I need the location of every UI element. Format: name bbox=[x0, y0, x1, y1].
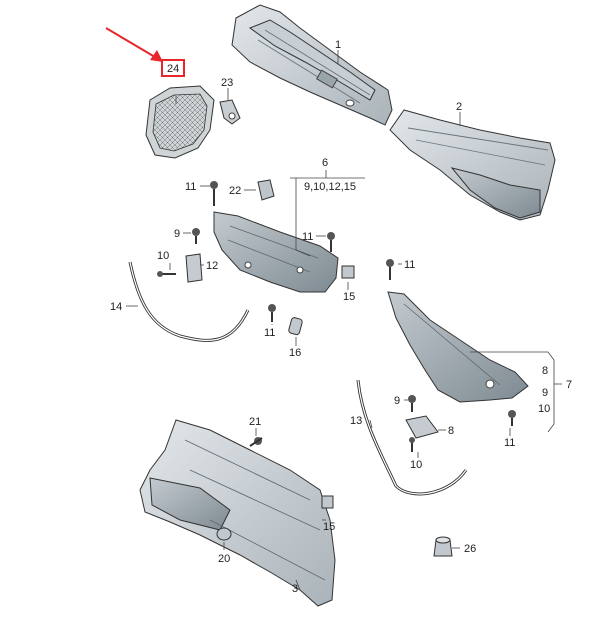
callout-10-left: 10 bbox=[157, 250, 169, 262]
callout-22: 22 bbox=[229, 185, 241, 197]
part-12-bracket bbox=[185, 253, 203, 283]
part-24-water-drain-grille bbox=[145, 85, 215, 159]
leader-lines bbox=[126, 50, 562, 591]
part-26-plug bbox=[433, 536, 453, 557]
callout-11-e: 11 bbox=[504, 437, 515, 449]
part-2-cowl-panel-lower bbox=[389, 109, 556, 221]
callout-6-subparts: 9,10,12,15 bbox=[304, 181, 356, 193]
callout-8-lower: 8 bbox=[448, 425, 454, 437]
screw-11-e bbox=[508, 410, 516, 426]
screw-9-a bbox=[192, 228, 200, 244]
callout-15-upper: 15 bbox=[343, 291, 355, 303]
callout-6: 6 bbox=[322, 157, 328, 169]
highlight-box-24 bbox=[161, 59, 185, 77]
callout-9-right: 9 bbox=[542, 387, 548, 399]
callout-11-c: 11 bbox=[264, 327, 275, 339]
callout-26: 26 bbox=[464, 543, 476, 555]
callout-16: 16 bbox=[289, 347, 301, 359]
callout-24: 24 bbox=[167, 63, 179, 75]
callout-23: 23 bbox=[221, 77, 233, 89]
callout-11-a: 11 bbox=[185, 181, 196, 193]
callout-10-lower: 10 bbox=[410, 459, 422, 471]
part-22-nut bbox=[257, 179, 275, 201]
highlight-arrow bbox=[105, 27, 163, 62]
screw-11-a bbox=[210, 181, 218, 206]
callout-8-right: 8 bbox=[542, 365, 548, 377]
callout-11-d: 11 bbox=[404, 259, 415, 271]
callout-1: 1 bbox=[335, 39, 341, 51]
callout-7: 7 bbox=[566, 379, 572, 391]
callout-11-b: 11 bbox=[302, 231, 313, 243]
screw-11-b bbox=[327, 232, 335, 252]
part-20-grommet bbox=[216, 527, 232, 541]
callout-14: 14 bbox=[110, 301, 122, 313]
callout-9-lower: 9 bbox=[394, 395, 400, 407]
callout-21: 21 bbox=[249, 416, 261, 428]
part-23-clip bbox=[219, 99, 241, 125]
callout-2: 2 bbox=[456, 101, 462, 113]
screw-11-d bbox=[386, 259, 394, 280]
part-16-plug bbox=[288, 317, 303, 336]
callout-12: 12 bbox=[206, 260, 218, 272]
part-15-clip-upper bbox=[341, 265, 355, 279]
part-1-cowl-panel-upper bbox=[231, 4, 393, 126]
part-8-right-mounting-bracket bbox=[387, 291, 529, 403]
callout-labels: 1 2 3 6 9,10,12,15 7 8 8 9 9 9 10 10 10 … bbox=[110, 39, 572, 595]
screw-9-b bbox=[408, 395, 416, 412]
part-3-plenum-panel bbox=[139, 419, 336, 607]
screw-11-c bbox=[268, 304, 276, 322]
callout-10-right: 10 bbox=[538, 403, 550, 415]
part-6-left-mounting-bracket bbox=[213, 211, 339, 293]
callout-13: 13 bbox=[350, 415, 362, 427]
part-8-small-bracket bbox=[405, 415, 439, 439]
callout-20: 20 bbox=[218, 553, 230, 565]
callout-15-lower: 15 bbox=[323, 521, 335, 533]
callout-9-left: 9 bbox=[174, 228, 180, 240]
screw-10-a bbox=[157, 271, 176, 277]
screw-10-b bbox=[409, 437, 415, 452]
callout-3: 3 bbox=[292, 583, 298, 595]
part-15-clip-lower bbox=[321, 495, 334, 509]
screw-21 bbox=[249, 437, 263, 447]
